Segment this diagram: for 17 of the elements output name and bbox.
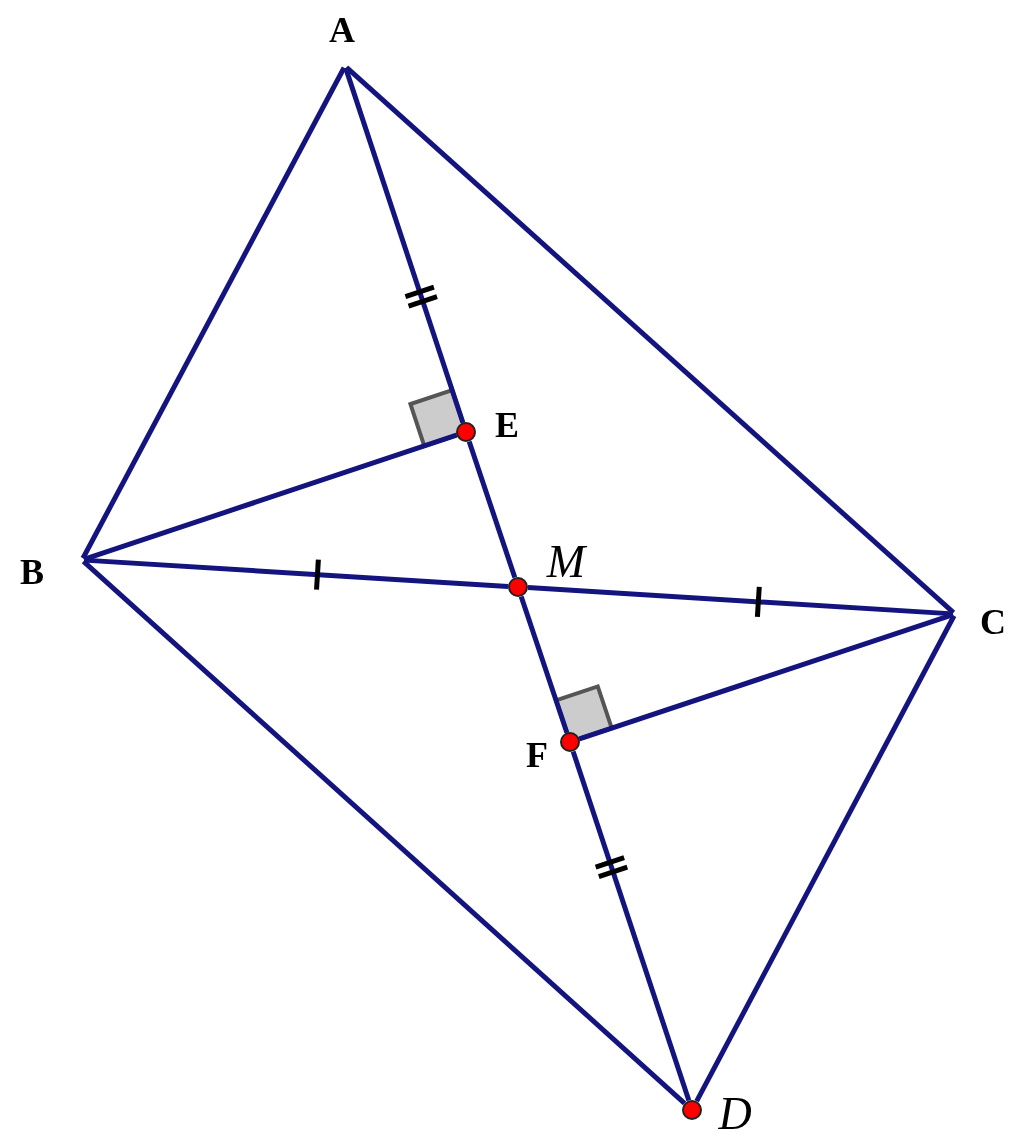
line-segment	[570, 750, 692, 1102]
point-label: M	[546, 539, 586, 585]
line-segment	[343, 67, 466, 424]
point-label: B	[20, 554, 44, 590]
line-segment	[81, 559, 687, 1106]
line-segment	[83, 557, 509, 589]
line-segment	[466, 440, 518, 579]
point-label: E	[495, 407, 519, 443]
line-segment	[527, 585, 954, 617]
line-segment	[80, 66, 347, 560]
point-label: C	[980, 604, 1006, 640]
point-label: F	[526, 737, 548, 773]
line-segment	[694, 614, 957, 1103]
point-label: A	[329, 12, 355, 48]
line-segment	[344, 65, 956, 615]
line-segment	[518, 595, 570, 734]
point-label: D	[718, 1091, 752, 1137]
